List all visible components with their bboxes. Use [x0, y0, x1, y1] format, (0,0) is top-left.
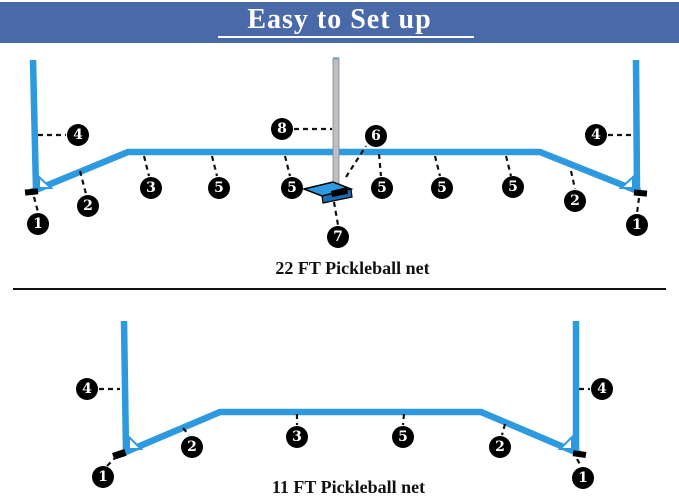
right-pole-22ft: [632, 59, 641, 191]
callout-5: 5: [208, 177, 230, 199]
callout-2: 2: [77, 195, 99, 217]
left-gusset-22ft: [38, 174, 54, 189]
callout-4: 4: [76, 378, 98, 400]
right-foot-22ft: [633, 189, 648, 197]
callout-7: 7: [327, 226, 349, 248]
left-pole-11ft: [120, 320, 130, 453]
callout-5: 5: [281, 177, 303, 199]
right-foot-11ft: [572, 450, 587, 458]
callout-2: 2: [489, 436, 511, 458]
callout-2: 2: [181, 436, 203, 458]
callout-1: 1: [92, 466, 114, 488]
right-gusset-11ft: [557, 434, 573, 450]
callout-leaders-11ft: [99, 387, 590, 467]
callout-2: 2: [564, 190, 586, 212]
callout-leaders-22ft: [32, 127, 641, 226]
callout-5: 5: [431, 177, 453, 199]
bottom-tube-11ft: [119, 408, 582, 457]
callout-5: 5: [502, 176, 524, 198]
callout-3: 3: [286, 426, 308, 448]
callout-4: 4: [585, 124, 607, 146]
left-gusset-11ft: [128, 434, 144, 450]
left-pole-22ft: [29, 59, 40, 191]
callout-3: 3: [140, 177, 162, 199]
title-banner: Easy to Set up: [0, 2, 679, 43]
section-divider: [13, 288, 666, 290]
callout-4: 4: [67, 124, 89, 146]
callout-5: 5: [392, 426, 414, 448]
right-gusset-22ft: [618, 174, 634, 189]
page-title: Easy to Set up: [247, 4, 432, 35]
callout-4: 4: [591, 378, 613, 400]
net-frame-11ft: [119, 320, 582, 457]
caption-11ft: 11 FT Pickleball net: [271, 477, 426, 497]
callout-5: 5: [371, 177, 393, 199]
callout-6: 6: [365, 125, 387, 147]
center-pole: [332, 58, 340, 187]
caption-22ft: 22 FT Pickleball net: [275, 258, 430, 278]
left-foot-22ft: [24, 188, 39, 196]
callout-1: 1: [572, 467, 594, 489]
base-plate-slot: [331, 187, 348, 197]
callout-1: 1: [626, 214, 648, 236]
callout-8: 8: [271, 118, 293, 140]
callout-1: 1: [27, 213, 49, 235]
title-underline: [218, 36, 474, 38]
